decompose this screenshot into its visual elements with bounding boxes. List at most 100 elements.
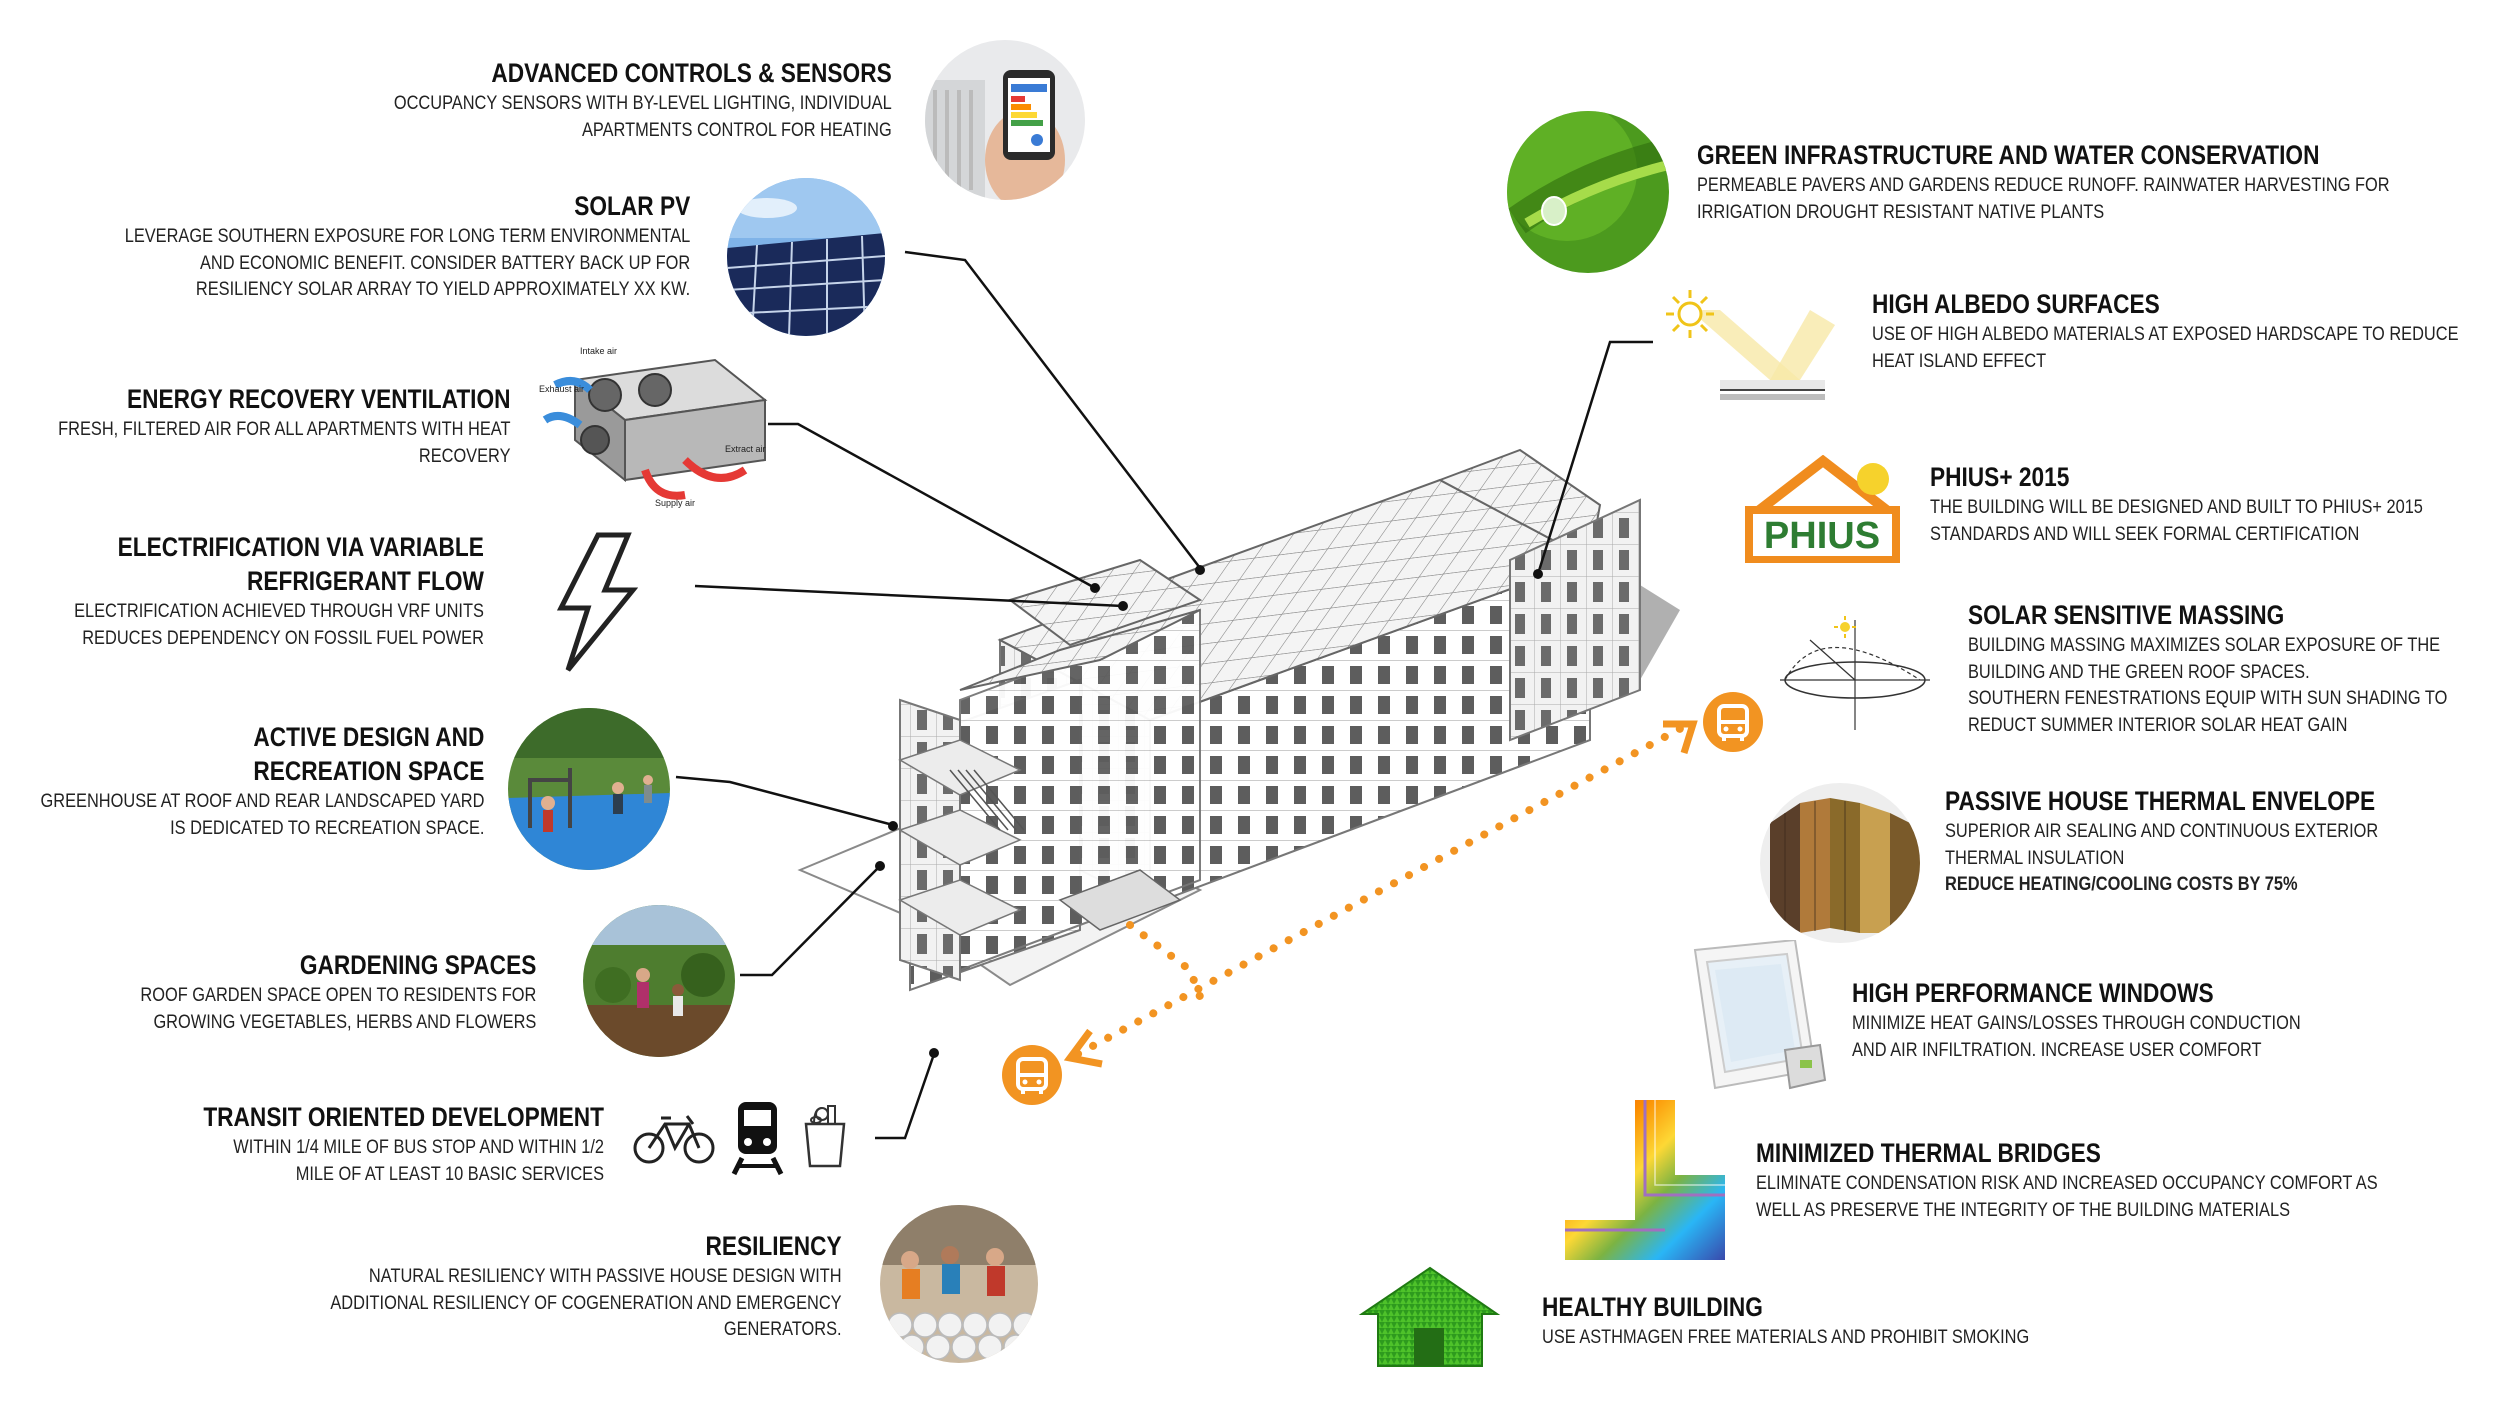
building-model: [797, 448, 1680, 992]
feature-description: GROWING VEGETABLES, HERBS AND FLOWERS: [153, 1010, 537, 1033]
grocery-bag-icon: [800, 1100, 850, 1170]
bus-stop-icon: [1703, 692, 1763, 752]
feature-minimized-thermal-bridges: MINIMIZED THERMAL BRIDGES ELIMINATE COND…: [1756, 1136, 2496, 1223]
feature-description: GREENHOUSE AT ROOF AND REAR LANDSCAPED Y…: [40, 790, 484, 812]
feature-active-design: ACTIVE DESIGN AND RECREATION SPACE GREEN…: [0, 720, 484, 841]
feature-description: RESILIENCY SOLAR ARRAY TO YIELD APPROXIM…: [195, 278, 690, 300]
feature-description: ELIMINATE CONDENSATION RISK AND INCREASE…: [1756, 1172, 2378, 1194]
feature-resiliency: RESILIENCY NATURAL RESILIENCY WITH PASSI…: [233, 1229, 842, 1343]
feature-description: REDUCES DEPENDENCY ON FOSSIL FUEL POWER: [82, 626, 484, 649]
feature-title: TRANSIT ORIENTED DEVELOPMENT: [203, 1102, 604, 1132]
feature-solar-sensitive-massing: SOLAR SENSITIVE MASSING BUILDING MASSING…: [1968, 598, 2500, 738]
feature-title: SOLAR SENSITIVE MASSING: [1968, 600, 2285, 630]
feature-description: IS DEDICATED TO RECREATION SPACE.: [169, 816, 485, 839]
feature-title: ADVANCED CONTROLS & SENSORS: [491, 58, 892, 88]
feature-description: HEAT ISLAND EFFECT: [1872, 349, 2047, 372]
train-icon: [730, 1098, 785, 1176]
leaf-water-drop-photo: [1507, 111, 1669, 273]
erv-unit-illustration: Intake air Exhaust air Extract air Suppl…: [535, 340, 775, 510]
emergency-supplies-photo: [880, 1205, 1038, 1363]
feature-energy-recovery-ventilation: ENERGY RECOVERY VENTILATION FRESH, FILTE…: [0, 382, 510, 469]
smart-thermostat-photo: [925, 40, 1085, 200]
feature-title: ACTIVE DESIGN AND: [252, 722, 484, 752]
feature-description: THERMAL INSULATION: [1945, 846, 2125, 869]
feature-high-performance-windows: HIGH PERFORMANCE WINDOWS MINIMIZE HEAT G…: [1852, 976, 2386, 1063]
phius-logo: PHIUS: [1745, 455, 1900, 563]
thermal-envelope-layers-photo: [1760, 783, 1920, 943]
feature-description: REDUCT SUMMER INTERIOR SOLAR HEAT GAIN: [1968, 713, 2348, 736]
feature-description: ROOF GARDEN SPACE OPEN TO RESIDENTS FOR: [140, 984, 536, 1006]
feature-title: HEALTHY BUILDING: [1542, 1292, 1763, 1322]
sun-path-diagram: [1770, 610, 1930, 735]
feature-description: STANDARDS AND WILL SEEK FORMAL CERTIFICA…: [1930, 522, 2360, 545]
feature-description: WITHIN 1/4 MILE OF BUS STOP AND WITHIN 1…: [233, 1136, 605, 1158]
feature-description: PERMEABLE PAVERS AND GARDENS REDUCE RUNO…: [1697, 174, 2390, 196]
feature-description: AND AIR INFILTRATION. INCREASE USER COMF…: [1852, 1038, 2262, 1061]
feature-title: GREEN INFRASTRUCTURE AND WATER CONSERVAT…: [1697, 140, 2320, 170]
lightning-bolt-icon: [553, 530, 638, 675]
feature-description: RECOVERY: [418, 444, 510, 467]
feature-description: MINIMIZE HEAT GAINS/LOSSES THROUGH CONDU…: [1852, 1012, 2301, 1034]
feature-description: MILE OF AT LEAST 10 BASIC SERVICES: [295, 1162, 604, 1185]
recreation-space-photo: [508, 708, 670, 870]
feature-title: RESILIENCY: [705, 1231, 842, 1261]
feature-description: APARTMENTS CONTROL FOR HEATING: [582, 118, 892, 141]
erv-supply-label: Supply air: [655, 498, 695, 508]
bus-stop-icon: [1002, 1045, 1062, 1105]
leader-lines: [675, 250, 1653, 1140]
feature-description: ADDITIONAL RESILIENCY OF COGENERATION AN…: [330, 1291, 842, 1314]
feature-description: REDUCE HEATING/COOLING COSTS BY 75%: [1945, 872, 2378, 898]
feature-advanced-controls: ADVANCED CONTROLS & SENSORS OCCUPANCY SE…: [299, 56, 892, 143]
feature-description: WELL AS PRESERVE THE INTEGRITY OF THE BU…: [1756, 1198, 2291, 1221]
feature-title: GARDENING SPACES: [299, 950, 536, 980]
feature-transit-oriented-development: TRANSIT ORIENTED DEVELOPMENT WITHIN 1/4 …: [127, 1100, 604, 1187]
feature-description: BUILDING AND THE GREEN ROOF SPACES.: [1968, 660, 2310, 683]
thermal-bridge-heatmap: [1565, 1100, 1725, 1260]
feature-high-albedo: HIGH ALBEDO SURFACES USE OF HIGH ALBEDO …: [1872, 287, 2500, 374]
feature-passive-house-thermal-envelope: PASSIVE HOUSE THERMAL ENVELOPE SUPERIOR …: [1945, 784, 2461, 898]
feature-title: RECREATION SPACE: [252, 756, 484, 786]
solar-panel-photo: [727, 178, 885, 336]
leader-dots: [875, 565, 1543, 1058]
feature-title: PHIUS+ 2015: [1930, 462, 2070, 492]
feature-title: MINIMIZED THERMAL BRIDGES: [1756, 1138, 2101, 1168]
erv-exhaust-label: Exhaust air: [539, 384, 584, 394]
feature-description: USE OF HIGH ALBEDO MATERIALS AT EXPOSED …: [1872, 323, 2459, 345]
high-albedo-sun-reflection-icon: [1660, 290, 1840, 405]
feature-electrification-vrf: ELECTRIFICATION VIA VARIABLE REFRIGERANT…: [0, 530, 484, 651]
bicycle-icon: [633, 1110, 715, 1166]
feature-description: OCCUPANCY SENSORS WITH BY-LEVEL LIGHTING…: [394, 92, 892, 114]
feature-description: SUPERIOR AIR SEALING AND CONTINUOUS EXTE…: [1945, 820, 2379, 842]
feature-title: HIGH PERFORMANCE WINDOWS: [1852, 978, 2214, 1008]
window-frame-section: [1685, 940, 1830, 1090]
feature-description: GENERATORS.: [724, 1318, 842, 1340]
feature-description: FRESH, FILTERED AIR FOR ALL APARTMENTS W…: [57, 418, 510, 440]
erv-extract-label: Extract air: [725, 444, 766, 454]
feature-title: ELECTRIFICATION VIA VARIABLE: [117, 532, 484, 562]
transit-route: [1063, 720, 1698, 1068]
feature-description: AND ECONOMIC BENEFIT. CONSIDER BATTERY B…: [199, 251, 691, 274]
feature-title: ENERGY RECOVERY VENTILATION: [126, 384, 510, 414]
feature-description: ELECTRIFICATION ACHIEVED THROUGH VRF UNI…: [74, 600, 484, 622]
feature-description: USE ASTHMAGEN FREE MATERIALS AND PROHIBI…: [1542, 1326, 2030, 1348]
feature-description: BUILDING MASSING MAXIMIZES SOLAR EXPOSUR…: [1968, 634, 2441, 656]
feature-description: SOUTHERN FENESTRATIONS EQUIP WITH SUN SH…: [1968, 687, 2448, 709]
feature-title: REFRIGERANT FLOW: [247, 566, 484, 596]
feature-description: NATURAL RESILIENCY WITH PASSIVE HOUSE DE…: [369, 1265, 842, 1287]
feature-description: THE BUILDING WILL BE DESIGNED AND BUILT …: [1930, 496, 2423, 518]
feature-title: HIGH ALBEDO SURFACES: [1872, 289, 2160, 319]
feature-healthy-building: HEALTHY BUILDING USE ASTHMAGEN FREE MATE…: [1542, 1290, 2122, 1351]
feature-gardening-spaces: GARDENING SPACES ROOF GARDEN SPACE OPEN …: [65, 948, 536, 1035]
phius-logo-text: PHIUS: [1764, 515, 1880, 557]
feature-solar-pv: SOLAR PV LEVERAGE SOUTHERN EXPOSURE FOR …: [17, 189, 690, 303]
feature-title: PASSIVE HOUSE THERMAL ENVELOPE: [1945, 786, 2376, 816]
feature-description: LEVERAGE SOUTHERN EXPOSURE FOR LONG TERM…: [124, 225, 690, 247]
feature-description: IRRIGATION DROUGHT RESISTANT NATIVE PLAN…: [1697, 200, 2105, 223]
erv-intake-label: Intake air: [580, 346, 617, 356]
green-house-icon: [1352, 1262, 1507, 1370]
feature-title: SOLAR PV: [574, 191, 690, 221]
gardening-photo: [583, 905, 735, 1057]
feature-green-infrastructure: GREEN INFRASTRUCTURE AND WATER CONSERVAT…: [1697, 138, 2500, 225]
feature-phius-2015: PHIUS+ 2015 THE BUILDING WILL BE DESIGNE…: [1930, 460, 2500, 547]
feature-highlight: REDUCE HEATING/COOLING COSTS BY 75%: [1945, 873, 2298, 895]
